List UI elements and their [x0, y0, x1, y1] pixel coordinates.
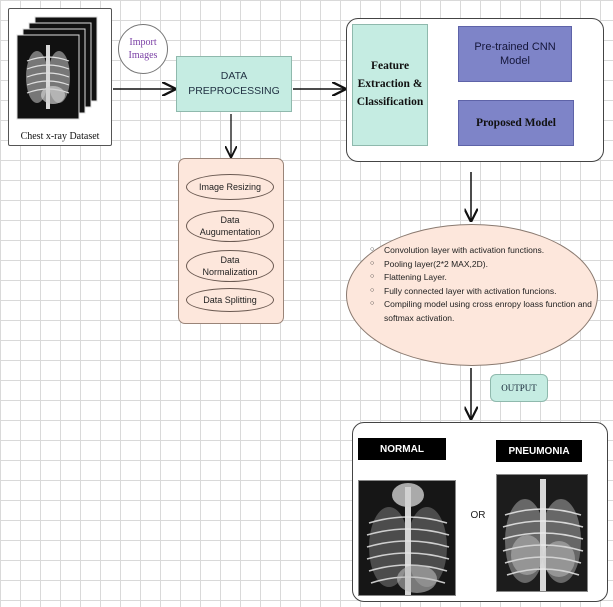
import-line-2: Images — [128, 50, 158, 61]
step-data-augmentation: Data Augumentation — [186, 210, 274, 242]
feature-line-3: Classification — [356, 95, 424, 108]
step-label: Image Resizing — [198, 181, 262, 192]
normal-xray-image — [358, 480, 456, 596]
normal-tag: NORMAL — [358, 438, 446, 460]
feature-line-1: Feature — [370, 60, 410, 73]
cnn-line-1: Pre-trained CNN — [474, 40, 556, 53]
model-layer-item: Convolution layer with activation functi… — [370, 244, 598, 258]
xray-stack — [16, 16, 98, 120]
import-line-1: Import — [129, 36, 157, 48]
step-label: Augumentation — [199, 227, 261, 237]
data-preprocessing-box: DATA PREPROCESSING — [176, 56, 292, 112]
proposed-model-box: Proposed Model — [458, 100, 574, 146]
output-box: OUTPUT — [490, 374, 548, 402]
step-image-resizing: Image Resizing — [186, 174, 274, 200]
step-label: Data Splitting — [203, 294, 257, 305]
step-data-normalization: Data Normalization — [186, 250, 274, 282]
model-layer-item: Fully connected layer with activation fu… — [370, 285, 598, 299]
model-layer-item: Pooling layer(2*2 MAX,2D). — [370, 258, 598, 272]
pretrained-cnn-box: Pre-trained CNN Model — [458, 26, 572, 82]
pneumonia-tag: PNEUMONIA — [496, 440, 582, 462]
preprocessing-line-1: DATA — [220, 70, 248, 83]
preprocessing-line-2: PREPROCESSING — [188, 85, 280, 97]
normal-xray-icon — [359, 481, 455, 595]
feature-extraction-box: Feature Extraction & Classification — [352, 24, 428, 146]
step-label: Data — [220, 214, 240, 225]
or-label: OR — [470, 509, 486, 521]
output-label: OUTPUT — [501, 383, 537, 393]
model-layer-item: Flattening Layer. — [370, 271, 598, 285]
pneumonia-xray-icon — [497, 475, 587, 591]
feature-line-2: Extraction & — [357, 78, 423, 91]
pneumonia-label: PNEUMONIA — [508, 445, 570, 457]
chest-xray-icon — [26, 45, 70, 109]
cnn-line-2: Model — [500, 55, 530, 67]
dataset-box — [8, 8, 112, 146]
dataset-label: Chest x-ray Dataset — [20, 130, 100, 142]
pneumonia-xray-image — [496, 474, 588, 592]
step-label: Data — [220, 254, 240, 265]
step-label: Normalization — [202, 267, 258, 277]
normal-label: NORMAL — [380, 443, 424, 455]
step-data-splitting: Data Splitting — [186, 288, 274, 312]
import-images-node: Import Images — [118, 24, 168, 74]
model-layer-item: Compiling model using cross enropy loass… — [370, 298, 598, 325]
model-layers-list: Convolution layer with activation functi… — [370, 244, 598, 326]
proposed-label: Proposed Model — [476, 117, 556, 129]
